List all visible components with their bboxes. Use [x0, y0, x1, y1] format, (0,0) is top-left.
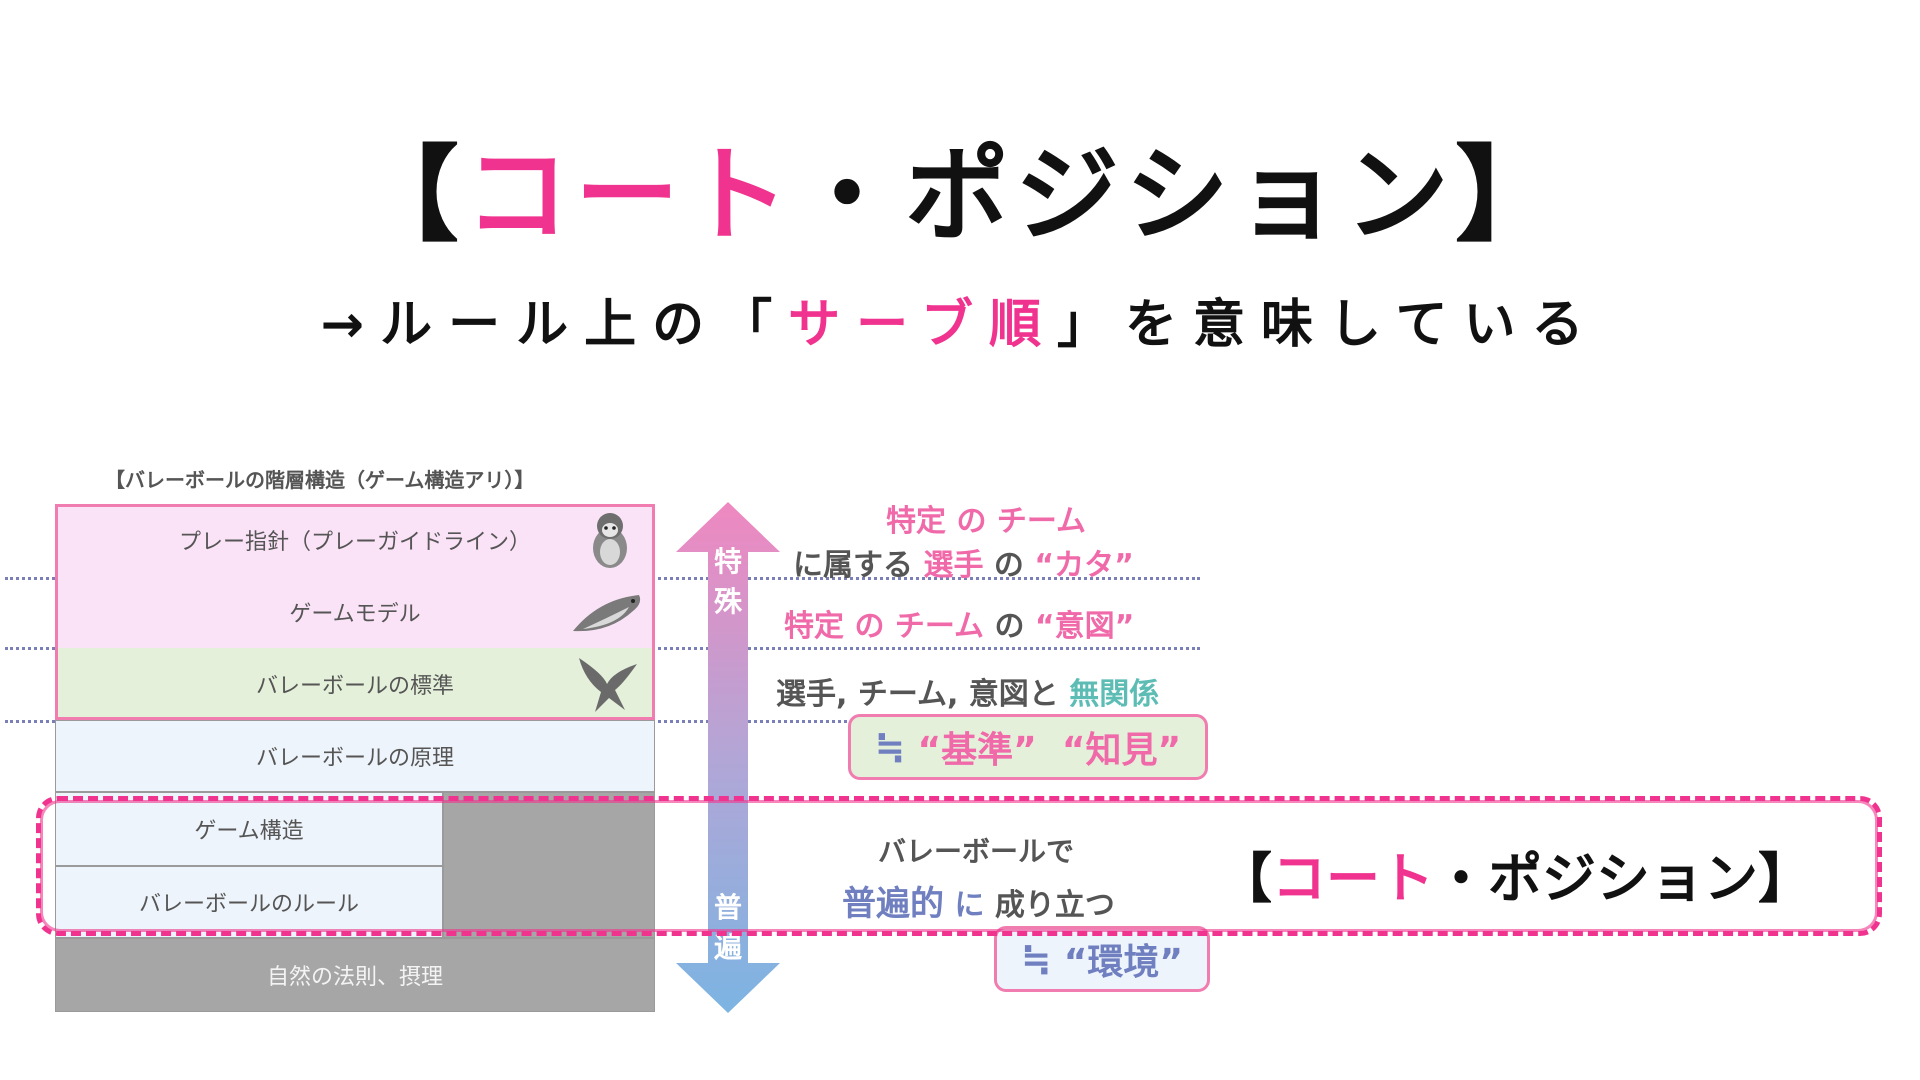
axis-char: 特: [708, 542, 748, 582]
desc-text: チーム: [895, 609, 984, 644]
emph-text: 特定: [784, 609, 844, 644]
desc-text: の: [994, 548, 1024, 583]
emph-text: “基準”: [917, 721, 1036, 773]
subtitle-lead: →ルール上の「: [321, 295, 789, 355]
title-bracket-open: 【: [355, 134, 465, 256]
desc-text: の: [956, 504, 986, 539]
emph-text: 選手: [923, 548, 983, 583]
desc-team-intent: 特定 の チーム の “意図”: [784, 601, 1134, 645]
standard-knowledge-box: ≒ “基準” “知見”: [848, 714, 1208, 780]
emph-text: 特定: [886, 504, 946, 539]
approx-symbol: ≒: [1021, 939, 1051, 980]
layer-volleyball-principle: バレーボールの原理: [55, 720, 655, 792]
desc-text: に属する: [793, 548, 913, 583]
title-rest: ・ポジション: [795, 134, 1455, 256]
subtitle-tail: 」を意味している: [1057, 295, 1599, 355]
title-accent: コート: [465, 134, 795, 256]
specific-layers-frame: [55, 504, 655, 720]
emph-text: 無関係: [1069, 677, 1159, 712]
diagram-caption: 【バレーボールの階層構造（ゲーム構造アリ）】: [105, 464, 534, 493]
emph-text: “環境”: [1064, 933, 1183, 985]
emph-text: “意図”: [1035, 609, 1134, 644]
desc-specific-team: 特定 の チーム: [886, 496, 1086, 540]
desc-player-kata: に属する 選手 の “カタ”: [793, 540, 1134, 584]
desc-text: の: [854, 609, 884, 644]
axis-label-specific: 特 殊: [708, 542, 748, 622]
layer-label: バレーボールの原理: [256, 740, 454, 772]
desc-text: チーム: [997, 504, 1086, 539]
emph-text: “知見”: [1062, 721, 1181, 773]
subtitle-accent: サーブ順: [788, 295, 1057, 355]
desc-text: の: [994, 609, 1024, 644]
approx-symbol: ≒: [875, 727, 905, 768]
layer-label: 自然の法則、摂理: [267, 959, 443, 991]
layer-natural-law: 自然の法則、摂理: [55, 938, 655, 1012]
page-title: 【コート・ポジション】: [0, 110, 1920, 261]
desc-independent: 選手, チーム, 意図と 無関係: [776, 669, 1159, 713]
axis-char: 殊: [708, 582, 748, 622]
desc-text: 選手, チーム, 意図と: [776, 677, 1059, 712]
court-position-highlight-inner: [40, 800, 1878, 932]
title-bracket-close: 】: [1455, 134, 1565, 256]
page-subtitle: →ルール上の「サーブ順」を意味している: [0, 282, 1920, 357]
emph-text: “カタ”: [1034, 548, 1133, 583]
